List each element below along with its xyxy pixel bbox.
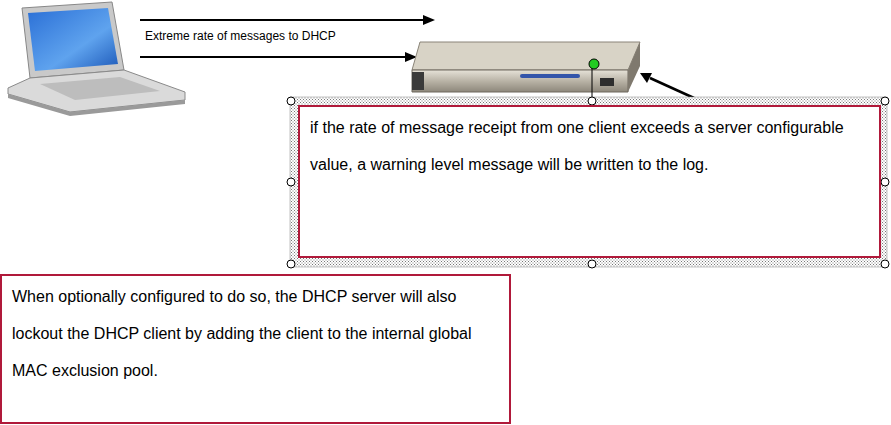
arrow-label: Extreme rate of messages to DHCP bbox=[143, 29, 338, 43]
message-arrows bbox=[140, 15, 435, 62]
server-icon bbox=[412, 42, 640, 92]
box-text: When optionally configured to do so, the… bbox=[12, 278, 499, 389]
text-box: if the rate of message receipt from one … bbox=[298, 105, 881, 258]
box-text: if the rate of message receipt from one … bbox=[310, 109, 869, 183]
text-box: When optionally configured to do so, the… bbox=[0, 274, 511, 424]
callout-leader bbox=[589, 59, 694, 98]
selection-frame bbox=[287, 97, 889, 268]
